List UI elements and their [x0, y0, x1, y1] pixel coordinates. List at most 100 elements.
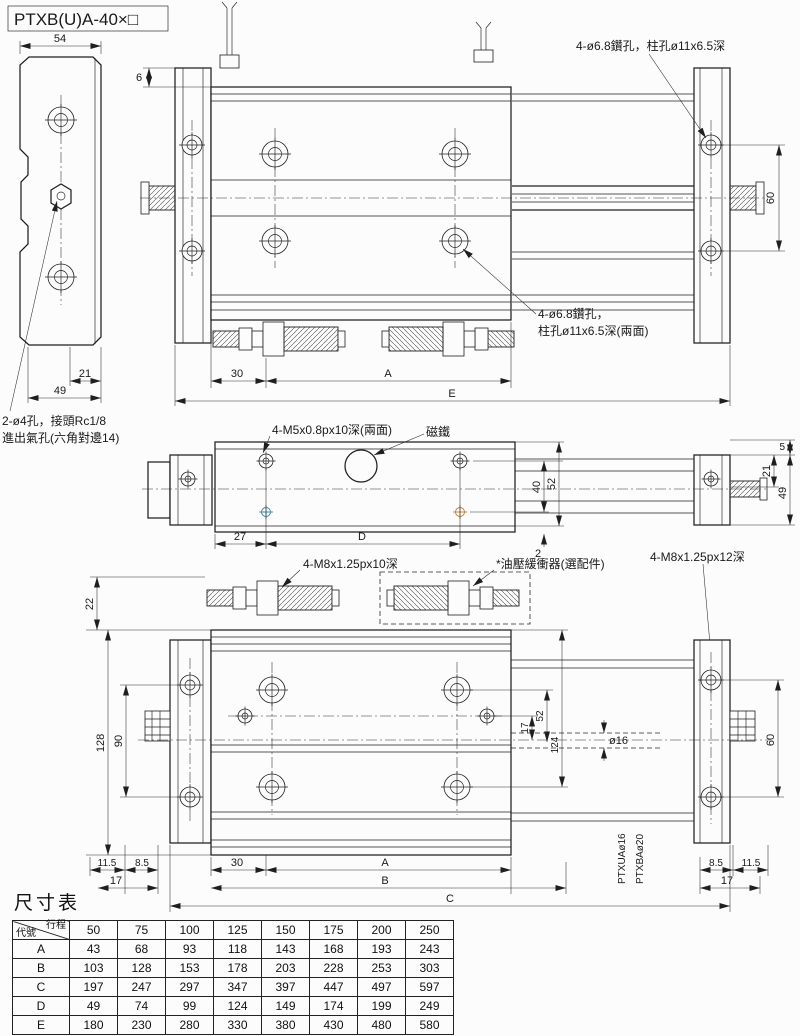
sensor-switch-left	[219, 1, 240, 69]
left-end-plate	[169, 639, 212, 844]
dim-49: 49	[54, 385, 66, 397]
dim-60: 60	[765, 192, 777, 204]
cell: 43	[69, 939, 118, 959]
cell: 230	[117, 1015, 166, 1035]
cell: 397	[261, 977, 310, 997]
dim-54: 54	[54, 33, 66, 45]
note-drill-top: 4-ø6.8鑽孔，柱孔ø11x6.5深	[576, 38, 725, 53]
side-profile-view: 54 21 49 2-ø4孔，接頭Rc1/8 進出氣孔(六角對邊14)	[2, 33, 119, 445]
stroke-col-header: 150	[261, 920, 310, 940]
dim-A: A	[384, 368, 392, 380]
cylinder-body	[210, 629, 512, 856]
note-air-port-1: 2-ø4孔，接頭Rc1/8	[2, 413, 106, 428]
dim-30: 30	[231, 857, 243, 869]
table-row: B 103 128 153 178 203 228 253 303	[12, 958, 454, 978]
dim-17-mid: 17	[520, 722, 531, 734]
dim-90: 90	[113, 735, 125, 747]
model-label-ptxba: PTXBAø20	[635, 834, 646, 884]
shock-absorber-left	[206, 580, 340, 616]
cell: 203	[261, 958, 310, 978]
cell: 380	[261, 1015, 310, 1035]
stroke-col-header: 75	[117, 920, 166, 940]
dim-27: 27	[234, 531, 246, 543]
dim-11-5-left: 11.5	[98, 858, 117, 869]
corner-label-stroke: 行程	[46, 920, 66, 931]
hex-port-fitting	[50, 183, 72, 210]
rod-stub-left	[144, 710, 171, 742]
cell: 243	[405, 939, 454, 959]
cell: 180	[69, 1015, 118, 1035]
cylinder-body	[210, 86, 512, 321]
cell: 297	[165, 977, 214, 997]
rod-stub-right	[729, 710, 756, 742]
dim-60: 60	[765, 734, 777, 746]
dim-A: A	[381, 857, 389, 869]
cell: 93	[165, 939, 214, 959]
dimension-table-section: 尺寸表 行程 代號 50 75 100 125 150 175 200 250 …	[12, 888, 454, 1035]
dim-49: 49	[777, 487, 789, 499]
rod-clevis-left	[147, 461, 171, 519]
cell: 280	[165, 1015, 214, 1035]
dim-8-5-right: 8.5	[709, 858, 723, 869]
stroke-col-header: 250	[405, 920, 454, 940]
cell: 49	[69, 996, 118, 1016]
dim-11-5-right: 11.5	[742, 858, 761, 869]
top-plan-view: 6 60 30 A E 4-ø6.8鑽孔，柱孔ø11x6.5深 4-ø6.8鑽孔…	[136, 1, 785, 406]
dim-dia16: ø16	[609, 735, 628, 747]
dim-21: 21	[79, 368, 91, 380]
row-code: B	[12, 958, 70, 978]
dim-C: C	[446, 893, 454, 905]
dim-22: 22	[84, 598, 96, 610]
cell: 149	[261, 996, 310, 1016]
row-code: D	[12, 996, 70, 1016]
dim-17-right: 17	[721, 875, 733, 887]
note-air-port-2: 進出氣孔(六角對邊14)	[2, 431, 119, 445]
table-row: E 180 230 280 330 380 430 480 580	[12, 1015, 454, 1035]
dim-17-left: 17	[110, 875, 122, 887]
note-buffer: *油壓緩衝器(選配件)	[496, 557, 605, 571]
table-header-row: 行程 代號 50 75 100 125 150 175 200 250	[12, 920, 454, 940]
cell: 303	[405, 958, 454, 978]
dim-6: 6	[136, 72, 142, 84]
cell: 330	[213, 1015, 262, 1035]
stroke-col-header: 175	[309, 920, 358, 940]
cell: 253	[357, 958, 406, 978]
cell: 153	[165, 958, 214, 978]
row-code: C	[12, 977, 70, 997]
table-corner-cell: 行程 代號	[12, 920, 70, 940]
cell: 430	[309, 1015, 358, 1035]
dim-124: 124	[550, 736, 561, 753]
right-end-block	[693, 454, 731, 526]
optional-buffer-outline	[379, 571, 531, 625]
dim-30: 30	[231, 368, 243, 380]
cell: 178	[213, 958, 262, 978]
sensor-switch-right	[473, 21, 494, 63]
stroke-col-header: 200	[357, 920, 406, 940]
corner-label-code: 代號	[16, 928, 36, 939]
note-drill-mid-1: 4-ø6.8鑽孔，	[538, 306, 609, 321]
bottom-plan-view: 4-M8x1.25px10深 *油壓緩衝器(選配件) 4-M8x1.25px12…	[84, 550, 784, 912]
dim-128: 128	[95, 734, 107, 752]
cell: 199	[357, 996, 406, 1016]
cell: 249	[405, 996, 454, 1016]
magnet-circle	[344, 449, 378, 483]
dim-D: D	[358, 531, 366, 543]
dim-21: 21	[761, 465, 773, 477]
table-row: C 197 247 297 347 397 447 497 597	[12, 977, 454, 997]
stroke-col-header: 50	[69, 920, 118, 940]
cell: 228	[309, 958, 358, 978]
left-end-plate	[174, 67, 212, 344]
stroke-col-header: 100	[165, 920, 214, 940]
cell: 124	[213, 996, 262, 1016]
left-end-block	[169, 454, 213, 526]
shock-absorber-right	[386, 580, 520, 616]
shock-absorber-left	[212, 321, 346, 357]
note-m8-12: 4-M8x1.25px12深	[650, 550, 745, 564]
cell: 143	[261, 939, 310, 959]
stroke-col-header: 125	[213, 920, 262, 940]
dim-52: 52	[535, 710, 546, 722]
cell: 68	[117, 939, 166, 959]
table-row: D 49 74 99 124 149 174 199 249	[12, 996, 454, 1016]
